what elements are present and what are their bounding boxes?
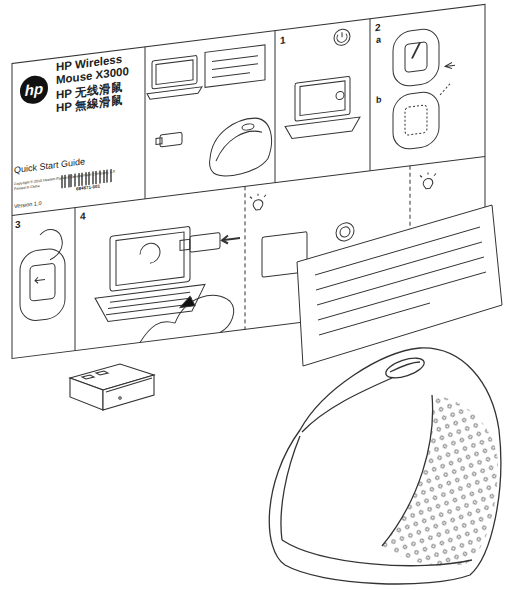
sub-step-letter: b (376, 95, 382, 106)
wireless-mouse (269, 348, 501, 584)
sub-step-letter: a (376, 35, 381, 46)
product-title: HP Wireless Mouse X3000 (56, 51, 140, 88)
step-number: 2 (375, 21, 381, 33)
usb-receiver (70, 364, 154, 410)
step-number: 3 (15, 218, 21, 230)
version-note: Version 1.0 (14, 200, 42, 209)
step-number: 1 (280, 34, 286, 46)
guide-heading: Quick Start Guide (14, 157, 85, 176)
note-sheet (297, 205, 502, 366)
step-number: 4 (80, 210, 86, 222)
brand-logo: hp (20, 74, 48, 106)
barcode-number: 684671-001 (76, 184, 100, 192)
origin-note: Printed in China (14, 185, 40, 192)
